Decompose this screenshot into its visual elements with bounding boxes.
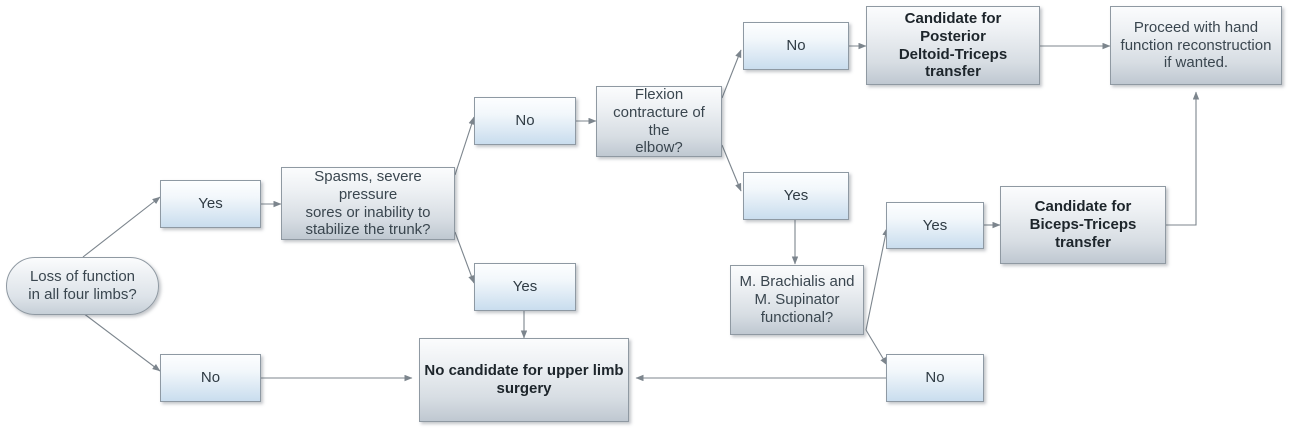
edge-brachialis-to-no: [865, 329, 888, 366]
node-no-candidate-label: No candidate for upper limb surgery: [424, 362, 624, 397]
node-yes-limbs[interactable]: Yes: [160, 180, 261, 228]
node-brachialis-yes[interactable]: Yes: [886, 202, 984, 249]
node-brachialis[interactable]: M. Brachialis and M. Supinator functiona…: [730, 265, 864, 335]
node-spasms-no[interactable]: No: [474, 97, 576, 145]
node-start-label: Loss of function in all four limbs?: [28, 268, 137, 303]
node-deltoid-triceps[interactable]: Candidate for Posterior Deltoid-Triceps …: [866, 6, 1040, 85]
edge-start-to-yes: [82, 196, 161, 258]
node-spasms-yes[interactable]: Yes: [474, 263, 576, 311]
node-start[interactable]: Loss of function in all four limbs?: [6, 257, 159, 315]
node-spasms-no-label: No: [515, 112, 535, 130]
node-brachialis-no[interactable]: No: [886, 354, 984, 402]
node-hand-function[interactable]: Proceed with hand function reconstructio…: [1110, 6, 1282, 85]
edge-spasms-to-no: [454, 116, 475, 176]
edge-flexion-to-no: [721, 49, 742, 99]
node-spasms[interactable]: Spasms, severe pressure sores or inabili…: [281, 167, 455, 240]
node-flexion-yes-label: Yes: [783, 187, 809, 205]
node-hand-function-label: Proceed with hand function reconstructio…: [1120, 18, 1272, 72]
edge-spasms-to-yes: [454, 231, 475, 284]
node-no-candidate[interactable]: No candidate for upper limb surgery: [419, 338, 629, 422]
edge-start-to-no: [82, 312, 161, 372]
edge-brachialis-to-yes: [865, 227, 889, 331]
node-brachialis-no-label: No: [925, 369, 945, 387]
node-biceps-triceps-label: Candidate for Biceps-Triceps transfer: [1029, 198, 1137, 251]
node-brachialis-label: M. Brachialis and M. Supinator functiona…: [739, 273, 855, 326]
node-spasms-yes-label: Yes: [512, 278, 538, 296]
node-yes-limbs-label: Yes: [198, 195, 223, 213]
node-flexion-no[interactable]: No: [743, 22, 849, 70]
node-flexion[interactable]: Flexion contracture of the elbow?: [596, 86, 722, 157]
node-brachialis-yes-label: Yes: [922, 216, 948, 234]
edge-biceps-to-handfunction: [1166, 91, 1200, 226]
node-no-limbs-label: No: [200, 369, 221, 387]
node-deltoid-triceps-label: Candidate for Posterior Deltoid-Triceps …: [898, 10, 1008, 81]
node-no-limbs[interactable]: No: [160, 354, 261, 402]
node-flexion-yes[interactable]: Yes: [743, 172, 849, 220]
node-spasms-label: Spasms, severe pressure sores or inabili…: [305, 168, 431, 239]
edge-flexion-to-yes: [721, 144, 742, 192]
node-flexion-no-label: No: [786, 37, 806, 55]
node-flexion-label: Flexion contracture of the elbow?: [613, 86, 705, 157]
node-biceps-triceps[interactable]: Candidate for Biceps-Triceps transfer: [1000, 186, 1166, 264]
